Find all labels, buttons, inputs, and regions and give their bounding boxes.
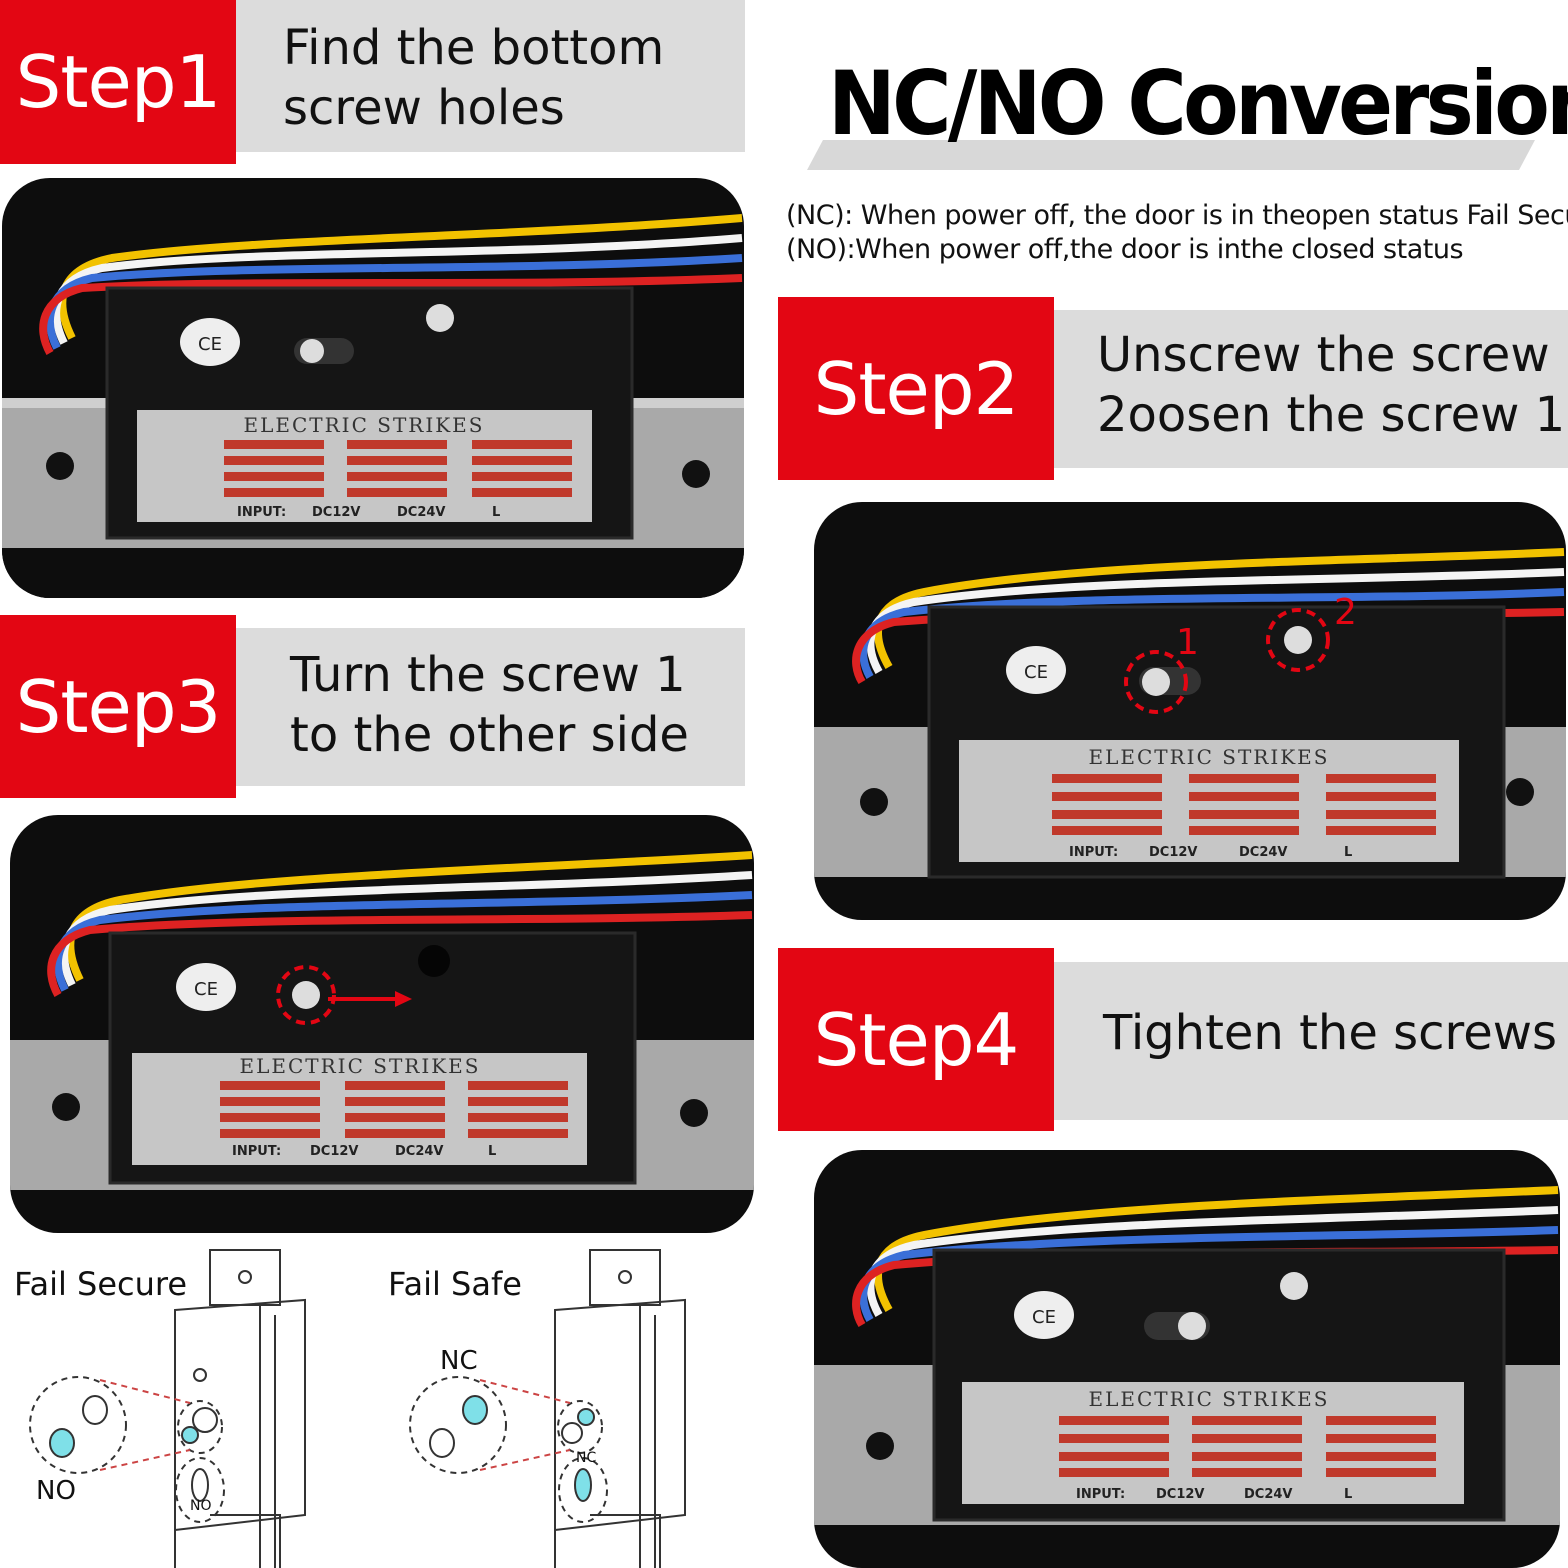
step4-label: Step4 [813,997,1020,1082]
ce-badge [1014,1291,1074,1339]
svg-text:DC12V: DC12V [1156,1487,1204,1502]
step2-line-2: 2oosen the screw 1 [1097,387,1566,443]
svg-text:INPUT:: INPUT: [1069,845,1118,860]
step2-text: Unscrew the screw 2oosen the screw 1 [1097,325,1565,445]
screw-1-highlight [1124,650,1188,714]
step4-text: Tighten the screws [1103,1003,1557,1063]
svg-text:DC24V: DC24V [397,505,445,520]
strike-tab-top [589,1249,661,1306]
page-title: NC/NO Conversion [828,52,1568,155]
electric-strike-illustration: CE ELECTRIC STRIKES INPUT: DC12V DC24V L [814,1186,1560,1525]
bottom-screw-hole-left [46,452,74,480]
screw-2-highlight [1266,608,1330,672]
nc-description: (NC): When power off, the door is in the… [786,200,1568,231]
step2-label: Step2 [813,346,1020,431]
svg-text:L: L [492,505,500,520]
strike-tab-top [209,1249,281,1306]
fail-secure-title: Fail Secure [14,1265,188,1303]
fail-secure-slot-label: NO [190,1498,212,1514]
svg-text:DC12V: DC12V [1149,845,1197,860]
step1-photo: CE ELECTRIC STRIKES INPUT: DC12V DC24V L [2,178,744,598]
svg-text:CE: CE [1024,662,1048,683]
step3-line-2: to the other side [290,707,689,763]
screw-2 [1284,626,1312,654]
zoom-callout [409,1376,507,1474]
svg-text:ELECTRIC STRIKES: ELECTRIC STRIKES [240,1054,481,1078]
fail-secure-callout-label: NO [36,1476,76,1506]
svg-text:L: L [1344,845,1352,860]
screw-1 [300,339,324,363]
svg-text:L: L [1344,1487,1352,1502]
screw-1 [1142,668,1170,696]
screw-1 [292,981,320,1009]
fail-safe-title: Fail Safe [388,1265,522,1303]
empty-screw-hole [418,945,450,977]
electric-strike-illustration: CE 1 2 ELECTRIC STRIKES INPUT: DC12V DC2… [814,548,1566,879]
fail-secure-diagram [29,1249,306,1568]
fail-safe-callout-label: NC [440,1346,478,1376]
step3-line-1: Turn the screw 1 [290,647,686,703]
step2-badge: Step2 [778,297,1054,480]
svg-text:INPUT:: INPUT: [237,505,286,520]
ce-badge-text: CE [198,334,222,355]
electric-strike-illustration: CE ELECTRIC STRIKES INPUT: DC12V DC24V L [10,851,754,1190]
plate-title: ELECTRIC STRIKES [244,413,485,437]
screw-2 [426,304,454,332]
label-plate [137,410,592,522]
svg-text:INPUT:: INPUT: [232,1144,281,1159]
step1-line-1: Find the bottom [283,20,665,76]
bottom-screw-hole-right [680,1099,708,1127]
svg-text:L: L [488,1144,496,1159]
svg-text:DC24V: DC24V [395,1144,443,1159]
bottom-screw-hole-left [52,1093,80,1121]
step3-banner-bg [230,628,745,786]
step1-banner-bg [230,0,745,152]
svg-text:CE: CE [1032,1307,1056,1328]
svg-text:DC12V: DC12V [312,505,360,520]
step1-line-2: screw holes [283,80,565,136]
step1-text: Find the bottom screw holes [283,18,664,138]
step4-line-1: Tighten the screws [1103,1005,1558,1061]
screw-2-label: 2 [1334,592,1357,633]
step2-banner-bg [1048,310,1568,468]
screw-1-label: 1 [1176,622,1199,663]
ce-badge [176,963,236,1011]
screw-1-highlight [276,965,336,1025]
svg-text:ELECTRIC STRIKES: ELECTRIC STRIKES [1089,1387,1330,1411]
svg-text:ELECTRIC STRIKES: ELECTRIC STRIKES [1089,745,1330,769]
step4-badge: Step4 [778,948,1054,1131]
bottom-screw-hole-left [860,788,888,816]
step4-banner-bg [1048,962,1568,1120]
step1-badge: Step1 [0,0,236,164]
step3-text: Turn the screw 1 to the other side [290,645,689,765]
step2-photo: CE 1 2 ELECTRIC STRIKES INPUT: DC12V DC2… [814,502,1566,920]
step3-badge: Step3 [0,615,236,798]
svg-text:DC12V: DC12V [310,1144,358,1159]
arrow-right-icon [395,991,412,1007]
no-description: (NO):When power off,the door is inthe cl… [786,234,1464,265]
screw-2 [1280,1272,1308,1300]
ce-badge [1006,646,1066,694]
svg-text:DC24V: DC24V [1239,845,1287,860]
ce-badge [180,318,240,366]
fail-safe-diagram [409,1249,686,1568]
step3-label: Step3 [15,664,222,749]
step4-photo: CE ELECTRIC STRIKES INPUT: DC12V DC24V L [814,1150,1560,1568]
svg-text:DC24V: DC24V [1244,1487,1292,1502]
bottom-screw-hole-right [1506,778,1534,806]
svg-text:CE: CE [194,979,218,1000]
bottom-screw-hole-right [682,460,710,488]
electric-strike-illustration: CE ELECTRIC STRIKES INPUT: DC12V DC24V L [2,214,744,598]
step2-line-1: Unscrew the screw [1097,327,1550,383]
zoom-callout [29,1376,127,1474]
screw-1 [1178,1312,1206,1340]
fail-safe-slot-label: NC [576,1450,597,1466]
step1-label: Step1 [15,40,222,124]
step3-photo: CE ELECTRIC STRIKES INPUT: DC12V DC24V L [10,815,754,1233]
bottom-screw-hole-left [866,1432,894,1460]
svg-text:INPUT:: INPUT: [1076,1487,1125,1502]
